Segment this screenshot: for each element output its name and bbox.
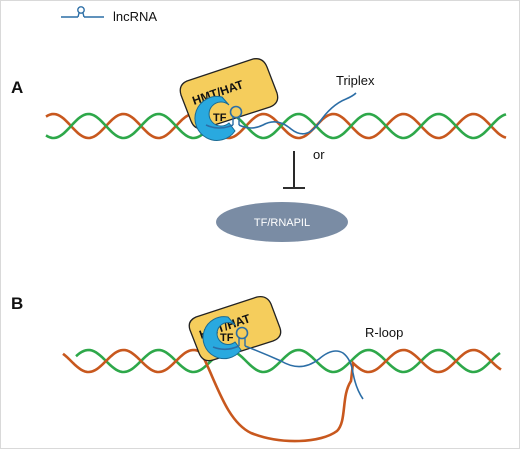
tf-rnapii-label: TF/RNAPIL	[254, 217, 310, 229]
lncrna-strand	[212, 345, 364, 400]
panel-a-letter: A	[11, 78, 23, 97]
lncrna-loop	[229, 105, 243, 119]
lncrna-strand	[205, 92, 357, 135]
panel-b: B HMT/HAT TF R-loop	[11, 294, 502, 443]
triplex-label: Triplex	[336, 73, 375, 88]
panel-a: A HMT/HAT TF Triplex or TF/RNAPIL	[11, 58, 507, 242]
inhibition-arrow	[283, 151, 305, 189]
tf-label: TF	[213, 112, 227, 124]
lncrna-legend-stem	[77, 12, 85, 18]
dna-strand-green	[75, 348, 501, 374]
dna-strand-green	[45, 112, 507, 140]
tf-rnapii-complex: TF/RNAPIL	[216, 202, 348, 242]
or-label: or	[313, 147, 325, 162]
r-loop-label: R-loop	[365, 325, 403, 340]
lncrna-triplex	[205, 92, 357, 135]
tf-rnapii-ellipse	[216, 202, 348, 242]
lncrna-loop	[235, 326, 249, 340]
panel-b-letter: B	[11, 294, 23, 313]
lncrna-stem	[232, 117, 240, 125]
legend: lncRNA	[61, 6, 157, 24]
tf-label: TF	[220, 332, 234, 344]
lncrna-stem	[238, 338, 246, 346]
tf-shape	[194, 95, 236, 141]
transcription-factor: TF	[194, 95, 236, 141]
legend-label: lncRNA	[113, 9, 157, 24]
dna-strand-orange	[62, 348, 502, 443]
lncrna-legend-loop	[77, 6, 85, 14]
dna-strand-orange	[45, 112, 507, 140]
lncrna-rloop	[212, 326, 364, 400]
